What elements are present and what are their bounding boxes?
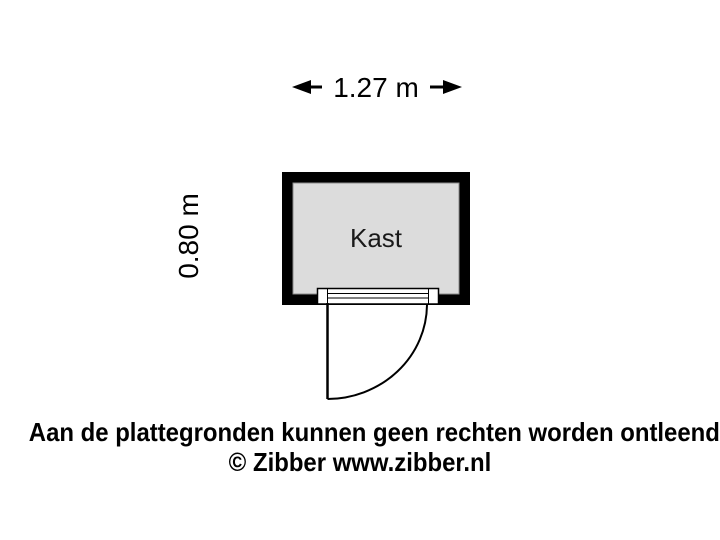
copyright-text: © Zibber www.zibber.nl xyxy=(228,447,492,477)
width-dimension-label: 1.27 m xyxy=(322,70,430,105)
room-floor xyxy=(292,182,460,295)
disclaimer-text: Aan de plattegronden kunnen geen rechten… xyxy=(28,417,720,447)
room-kast xyxy=(282,172,470,305)
door-swing xyxy=(326,303,428,400)
arrow-right-icon xyxy=(443,80,462,94)
door-threshold xyxy=(316,287,440,305)
door-swing-arc xyxy=(327,304,428,400)
height-dimension-label: 0.80 m xyxy=(168,178,210,293)
width-dimension-value: 1.27 m xyxy=(333,71,419,103)
height-dimension-value: 0.80 m xyxy=(173,192,205,279)
arrow-left-icon xyxy=(292,80,311,94)
footer: Aan de plattegronden kunnen geen rechten… xyxy=(0,417,720,477)
threshold-band xyxy=(316,287,440,305)
